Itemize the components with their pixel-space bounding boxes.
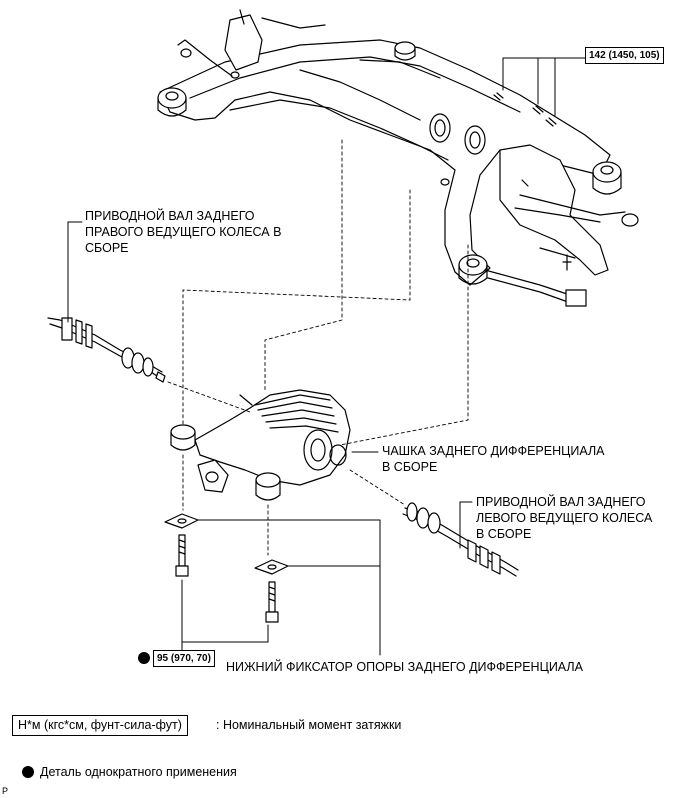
suspension-member <box>157 9 639 307</box>
non-reusable-legend-icon <box>22 766 34 778</box>
right-drive-shaft-label-line3: СБОРЕ <box>85 241 129 255</box>
left-drive-shaft <box>402 502 519 577</box>
non-reusable-legend-text: Деталь однократного применения <box>40 765 237 779</box>
left-drive-shaft-label-line3: В СБОРЕ <box>476 527 532 541</box>
lower-torque-spec: 95 (970, 70) <box>153 650 215 667</box>
alignment-dashed-lines <box>167 139 469 556</box>
right-drive-shaft-label-line2: ПРАВОГО ВЕДУЩЕГО КОЛЕСА В <box>85 225 282 239</box>
torque-unit-box: Н*м (кгс*см, фунт-сила-фут) <box>12 715 188 736</box>
torque-unit-description: : Номинальный момент затяжки <box>216 718 402 732</box>
upper-torque-spec: 142 (1450, 105) <box>585 47 664 64</box>
non-reusable-marker-icon <box>138 652 150 664</box>
lower-stopper-label: НИЖНИЙ ФИКСАТОР ОПОРЫ ЗАДНЕГО ДИФФЕРЕНЦИ… <box>226 660 583 674</box>
right-drive-shaft-label: ПРИВОДНОЙ ВАЛ ЗАДНЕГО ПРАВОГО ВЕДУЩЕГО К… <box>85 208 281 256</box>
right-drive-shaft <box>47 317 166 383</box>
lower-stoppers-bolts <box>164 513 289 623</box>
differential-carrier-label-line1: ЧАШКА ЗАДНЕГО ДИФФЕРЕНЦИАЛА <box>382 444 605 458</box>
differential-carrier <box>170 389 351 501</box>
label-leaders <box>67 221 473 656</box>
differential-carrier-label-line2: В СБОРЕ <box>382 460 438 474</box>
left-drive-shaft-label-line1: ПРИВОДНОЙ ВАЛ ЗАДНЕГО <box>476 495 646 509</box>
upper-torque-leaders <box>502 57 586 117</box>
page-footer-mark: P <box>2 786 9 796</box>
differential-carrier-label: ЧАШКА ЗАДНЕГО ДИФФЕРЕНЦИАЛА В СБОРЕ <box>382 443 605 475</box>
left-drive-shaft-label-line2: ЛЕВОГО ВЕДУЩЕГО КОЛЕСА <box>476 511 653 525</box>
right-drive-shaft-label-line1: ПРИВОДНОЙ ВАЛ ЗАДНЕГО <box>85 209 255 223</box>
left-drive-shaft-label: ПРИВОДНОЙ ВАЛ ЗАДНЕГО ЛЕВОГО ВЕДУЩЕГО КО… <box>476 494 652 542</box>
